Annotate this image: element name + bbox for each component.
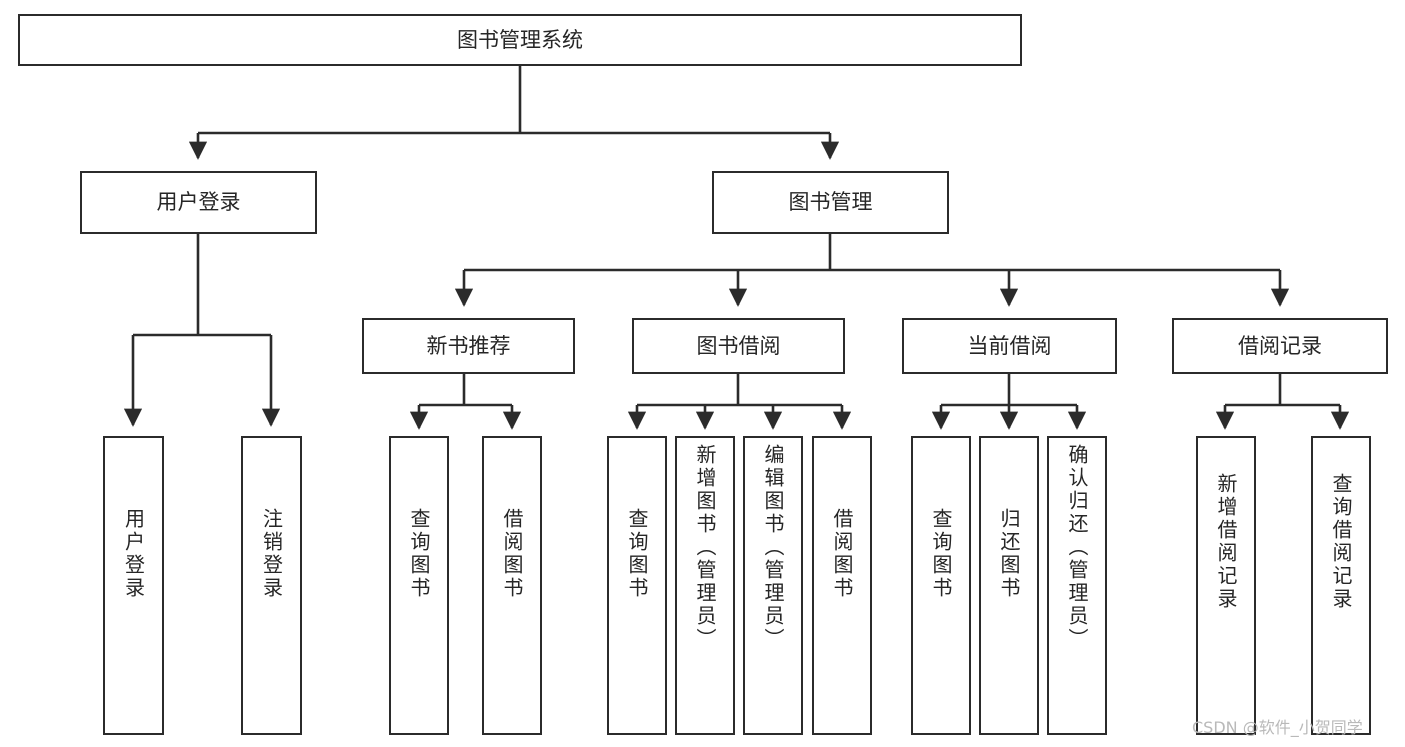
node-leaf-confirm-return-label: 确认归还（管理员） xyxy=(1065,444,1089,651)
node-leaf-borrow-book-2[interactable]: 借阅图书 xyxy=(812,436,872,735)
node-leaf-return-book-label: 归还图书 xyxy=(997,508,1021,600)
node-borrow-record-label: 借阅记录 xyxy=(1238,333,1322,358)
node-borrow-record[interactable]: 借阅记录 xyxy=(1172,318,1388,374)
node-current-borrow-label: 当前借阅 xyxy=(967,333,1052,358)
node-leaf-return-book[interactable]: 归还图书 xyxy=(979,436,1039,735)
node-leaf-borrow-book-2-label: 借阅图书 xyxy=(830,508,854,600)
node-leaf-query-book-1-label: 查询图书 xyxy=(407,508,431,600)
node-leaf-query-record[interactable]: 查询借阅记录 xyxy=(1311,436,1371,735)
node-new-book-rec[interactable]: 新书推荐 xyxy=(362,318,575,374)
node-current-borrow[interactable]: 当前借阅 xyxy=(902,318,1117,374)
node-leaf-confirm-return[interactable]: 确认归还（管理员） xyxy=(1047,436,1107,735)
node-leaf-edit-book-label: 编辑图书（管理员） xyxy=(761,444,785,651)
node-user-login[interactable]: 用户登录 xyxy=(80,171,317,234)
node-leaf-user-login-label: 用户登录 xyxy=(121,508,146,600)
node-book-borrow[interactable]: 图书借阅 xyxy=(632,318,845,374)
node-leaf-borrow-book-1-label: 借阅图书 xyxy=(500,508,524,600)
node-user-login-label: 用户登录 xyxy=(156,190,241,215)
node-leaf-logout[interactable]: 注销登录 xyxy=(241,436,302,735)
node-new-book-rec-label: 新书推荐 xyxy=(426,333,511,358)
node-leaf-edit-book[interactable]: 编辑图书（管理员） xyxy=(743,436,803,735)
node-leaf-add-book-label: 新增图书（管理员） xyxy=(693,444,717,651)
node-leaf-add-book[interactable]: 新增图书（管理员） xyxy=(675,436,735,735)
node-leaf-user-login[interactable]: 用户登录 xyxy=(103,436,164,735)
node-leaf-query-book-3-label: 查询图书 xyxy=(929,508,953,600)
node-root[interactable]: 图书管理系统 xyxy=(18,14,1022,66)
node-leaf-query-book-2[interactable]: 查询图书 xyxy=(607,436,667,735)
node-root-label: 图书管理系统 xyxy=(457,27,583,52)
csdn-watermark: CSDN @软件_小贺同学 xyxy=(1192,718,1363,737)
node-leaf-borrow-book-1[interactable]: 借阅图书 xyxy=(482,436,542,735)
node-book-borrow-label: 图书借阅 xyxy=(696,333,781,358)
node-book-manage-label: 图书管理 xyxy=(788,190,873,215)
node-leaf-add-record-label: 新增借阅记录 xyxy=(1214,473,1238,611)
node-leaf-logout-label: 注销登录 xyxy=(259,508,284,600)
node-leaf-query-book-2-label: 查询图书 xyxy=(625,508,649,600)
node-leaf-query-book-1[interactable]: 查询图书 xyxy=(389,436,449,735)
node-leaf-add-record[interactable]: 新增借阅记录 xyxy=(1196,436,1256,735)
node-leaf-query-record-label: 查询借阅记录 xyxy=(1329,473,1353,611)
node-leaf-query-book-3[interactable]: 查询图书 xyxy=(911,436,971,735)
node-book-manage[interactable]: 图书管理 xyxy=(712,171,949,234)
